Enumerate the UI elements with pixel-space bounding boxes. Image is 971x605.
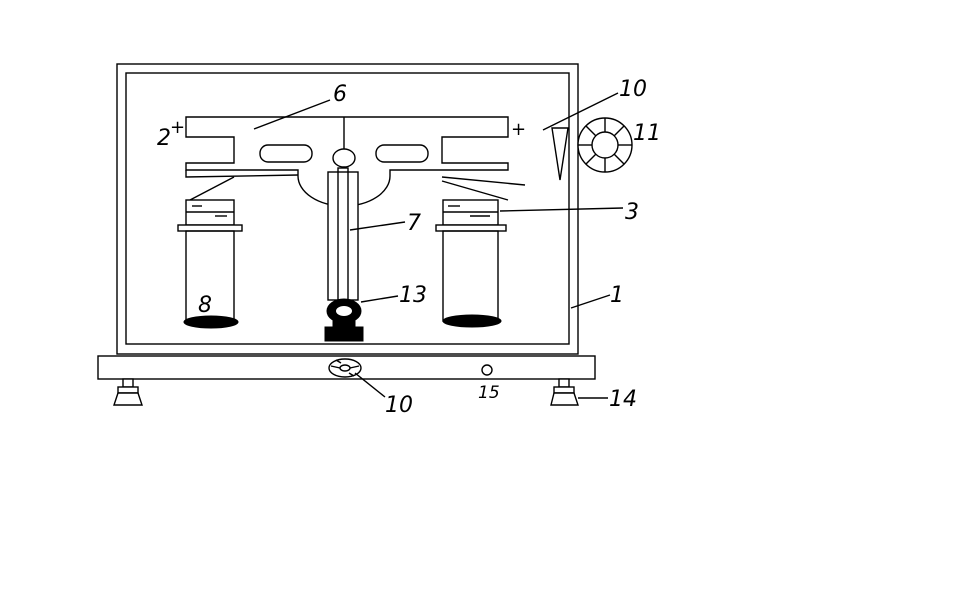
pointer-base bbox=[324, 298, 364, 342]
leveling-foot-right bbox=[550, 378, 579, 406]
pointer-column bbox=[327, 167, 359, 301]
label-10-bottom: 10 bbox=[385, 393, 413, 418]
label-7: 7 bbox=[407, 211, 421, 236]
label-1: 1 bbox=[610, 283, 624, 308]
label-11: 11 bbox=[633, 121, 661, 146]
label-3: 3 bbox=[625, 200, 639, 225]
label-15: 15 bbox=[478, 383, 500, 403]
right-pan-assembly bbox=[435, 199, 507, 328]
base-knob bbox=[328, 358, 362, 378]
housing-inner-frame bbox=[125, 72, 570, 345]
label-10-top: 10 bbox=[619, 77, 647, 102]
left-terminal-plus: + bbox=[170, 117, 185, 138]
scale-wedge bbox=[551, 127, 569, 181]
leader-lines bbox=[253, 92, 624, 399]
label-8: 8 bbox=[198, 293, 212, 318]
label-2: 2 bbox=[157, 126, 171, 151]
right-support-rail bbox=[441, 176, 526, 186]
dial bbox=[577, 117, 633, 173]
balance-beam bbox=[185, 116, 509, 207]
left-support-rail bbox=[185, 170, 299, 178]
label-13: 13 bbox=[399, 283, 427, 308]
label-14: 14 bbox=[609, 387, 637, 412]
right-terminal-plus: + bbox=[511, 119, 526, 140]
base-hole bbox=[481, 364, 493, 376]
leveling-foot-left bbox=[113, 378, 143, 406]
label-6: 6 bbox=[333, 82, 347, 107]
left-pan-assembly bbox=[177, 199, 243, 329]
